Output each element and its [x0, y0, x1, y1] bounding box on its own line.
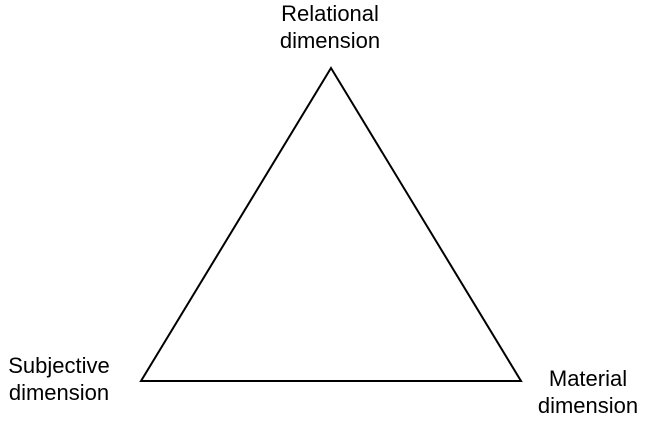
triangle-shape: [139, 66, 523, 382]
material-dimension-label: Material dimension: [530, 365, 646, 419]
relational-label-line1: Relational: [281, 1, 379, 26]
relational-label-line2: dimension: [279, 28, 381, 53]
subjective-label-line2: dimension: [8, 380, 110, 405]
material-label-line2: dimension: [537, 393, 639, 418]
material-label-line1: Material: [548, 366, 628, 391]
subjective-label-line1: Subjective: [8, 353, 110, 378]
subjective-dimension-label: Subjective dimension: [0, 352, 118, 406]
relational-dimension-label: Relational dimension: [250, 0, 410, 54]
